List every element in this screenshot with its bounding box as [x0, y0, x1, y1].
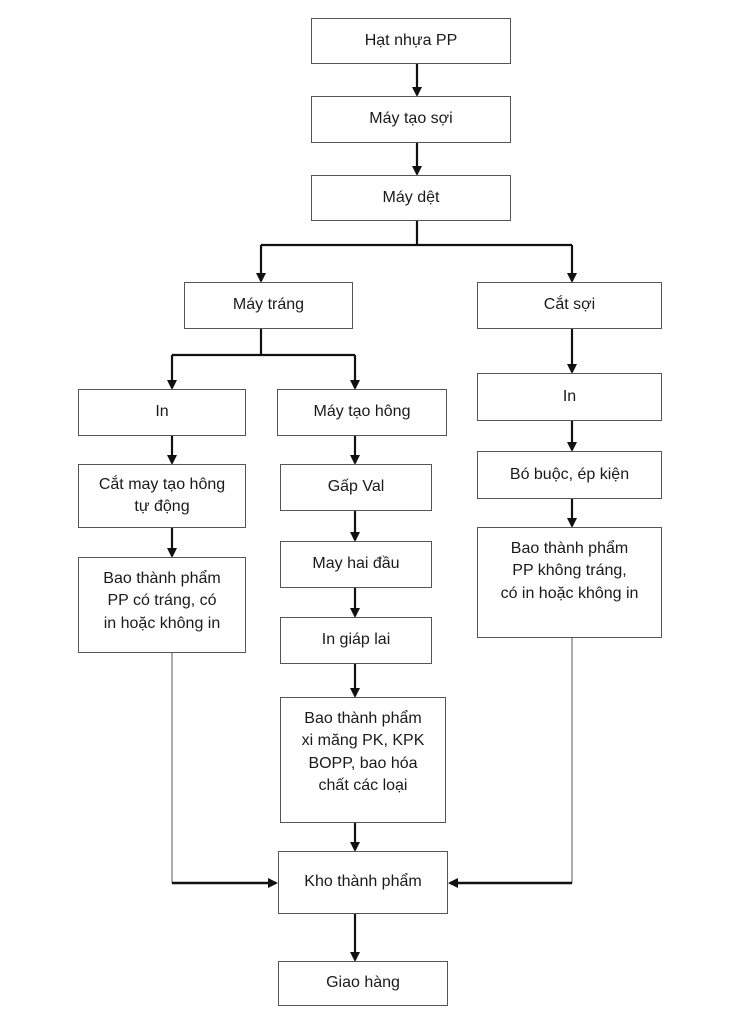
node-giao-hang: Giao hàng [278, 961, 448, 1006]
node-bo-buoc-ep-kien: Bó buộc, ép kiện [477, 451, 662, 499]
node-may-tao-soi: Máy tạo sợi [311, 96, 511, 143]
node-may-hai-dau: May hai đầu [280, 541, 432, 588]
node-may-trang: Máy tráng [184, 282, 353, 329]
node-cat-soi: Cắt sợi [477, 282, 662, 329]
node-in-giap-lai: In giáp lai [280, 617, 432, 664]
node-in-left: In [78, 389, 246, 436]
node-may-tao-hong: Máy tạo hông [277, 389, 447, 436]
node-kho-thanh-pham: Kho thành phẩm [278, 851, 448, 914]
node-bao-xi-mang: Bao thành phẩm xi măng PK, KPK BOPP, bao… [280, 697, 446, 823]
node-bao-pp-co-trang: Bao thành phẩm PP có tráng, có in hoặc k… [78, 557, 246, 653]
node-in-right: In [477, 373, 662, 421]
node-may-det: Máy dệt [311, 175, 511, 221]
node-hat-nhua-pp: Hạt nhựa PP [311, 18, 511, 64]
node-cat-may-tao-hong: Cắt may tạo hông tự động [78, 464, 246, 528]
node-bao-pp-khong-trang: Bao thành phẩm PP không tráng, có in hoặ… [477, 527, 662, 638]
node-gap-val: Gấp Val [280, 464, 432, 511]
